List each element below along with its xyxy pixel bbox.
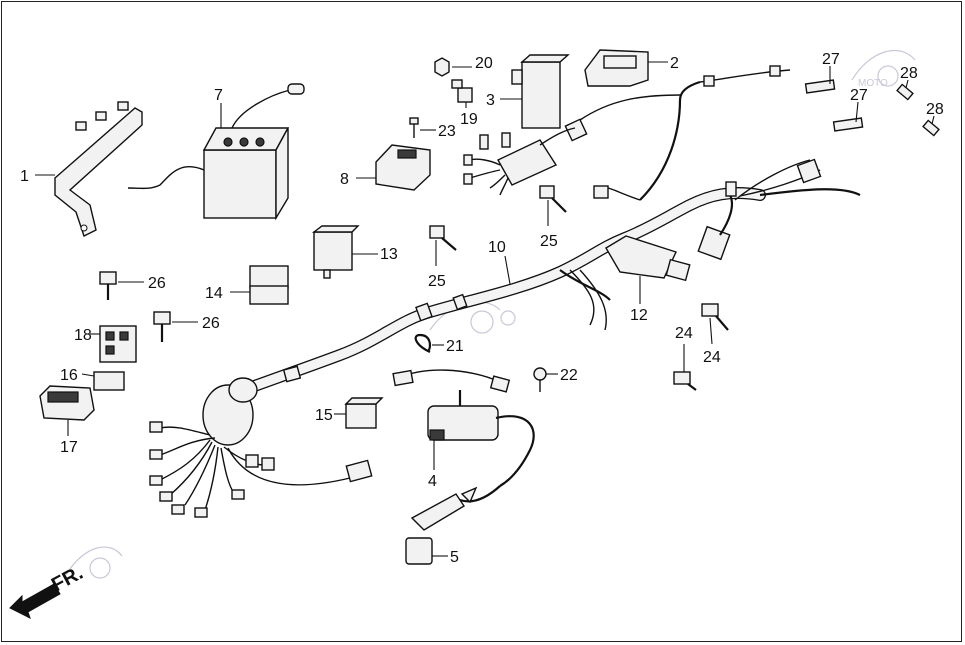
part-27-fuse-lower: [832, 101, 864, 132]
part-17-rectifier: [39, 385, 95, 436]
part-7-battery: [127, 83, 305, 221]
part-26-bolt-lower: [153, 311, 198, 342]
callout-26-lower: 26: [202, 315, 220, 332]
callout-20: 20: [475, 55, 493, 72]
callout-2: 2: [670, 55, 679, 72]
callout-27-upper: 27: [822, 51, 840, 68]
part-28-fuse-lower: [922, 115, 940, 137]
callout-23: 23: [438, 123, 456, 140]
handlebar-connectors: [593, 65, 822, 201]
callout-21: 21: [446, 338, 464, 355]
part-28-fuse-upper: [896, 79, 914, 101]
callout-16: 16: [60, 367, 78, 384]
main-wire-harness: [224, 69, 861, 401]
part-27-fuse-upper: [804, 66, 836, 94]
part-23-screw: [409, 117, 436, 138]
callout-13: 13: [380, 246, 398, 263]
part-19-bolt: [451, 79, 473, 108]
callout-19: 19: [460, 111, 478, 128]
part-25-bolt-lower: [429, 225, 457, 266]
callout-8: 8: [340, 171, 349, 188]
watermark-top-right: MOTO: [851, 50, 916, 89]
part-15-relay: [334, 397, 384, 429]
part-8-regulator: [356, 144, 431, 191]
part-20-nut: [434, 57, 472, 77]
front-harness-boot: [149, 377, 373, 518]
part-24-bolt-right: [701, 303, 729, 345]
part-4-ignition-coil: [392, 369, 535, 487]
callout-7: 7: [214, 87, 223, 104]
callout-25-upper: 25: [540, 233, 558, 250]
callout-12: 12: [630, 307, 648, 324]
part-2-rubber-boot: [584, 49, 668, 87]
callout-1: 1: [20, 168, 29, 185]
callout-28-lower: 28: [926, 101, 944, 118]
part-5-spark-plug-cap: [405, 485, 501, 565]
watermark-bottom-left: [65, 546, 123, 579]
part-25-bolt-upper: [539, 185, 567, 226]
callout-24-left: 24: [675, 325, 693, 342]
callout-24-right: 24: [703, 349, 721, 366]
part-1-bracket: [35, 101, 143, 237]
part-21-clip: [414, 333, 444, 353]
callout-17: 17: [60, 439, 78, 456]
callout-14: 14: [205, 285, 223, 302]
callout-25-lower: 25: [428, 273, 446, 290]
callout-3: 3: [486, 92, 495, 109]
front-direction-arrow: FR.: [9, 562, 87, 619]
callout-10: 10: [488, 239, 506, 256]
ignition-switch-assembly: [463, 118, 588, 196]
part-14-fuse-box: [230, 265, 289, 305]
callout-18: 18: [74, 327, 92, 344]
part-13-relay: [311, 225, 378, 279]
watermark-label: MOTO: [858, 78, 888, 89]
callout-22: 22: [560, 367, 578, 384]
callout-4: 4: [428, 473, 437, 490]
callout-5: 5: [450, 549, 459, 566]
callout-26-upper: 26: [148, 275, 166, 292]
part-24-bolt-left: [673, 344, 697, 391]
part-26-bolt-upper: [99, 271, 144, 300]
callout-28-upper: 28: [900, 65, 918, 82]
leader-10: [504, 255, 511, 285]
part-22-screw: [533, 367, 558, 392]
part-12-relay-unit: [605, 194, 734, 304]
part-3-cdi: [500, 54, 570, 129]
part-16-relay: [81, 371, 125, 391]
callout-15: 15: [315, 407, 333, 424]
part-18-connector-block: [90, 325, 137, 363]
callout-27-lower: 27: [850, 87, 868, 104]
